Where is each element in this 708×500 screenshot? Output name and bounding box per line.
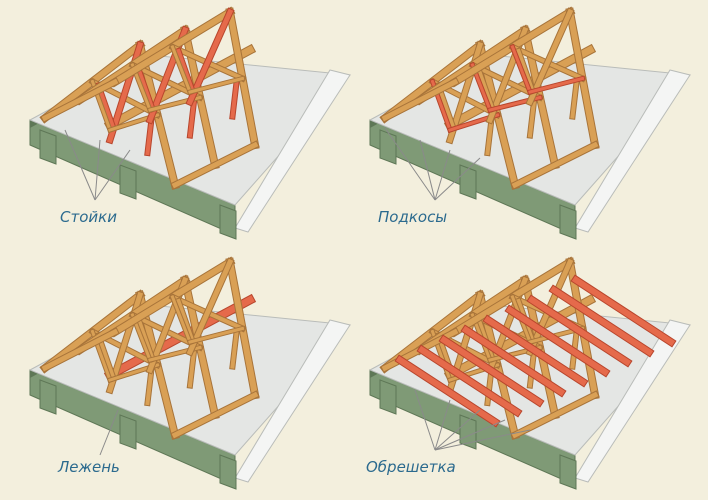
label-podkosy: Подкосы [378, 208, 448, 226]
panel-obreshetka [368, 256, 692, 490]
truss-0-post-right [145, 366, 154, 406]
leader-line-2 [434, 149, 451, 201]
truss-2-brace-left [170, 45, 192, 94]
truss-2-post-right [570, 80, 579, 119]
truss-1-post-left [135, 316, 156, 362]
label-stoiki: Стойки [60, 208, 117, 226]
truss-1-post-left [135, 66, 156, 112]
truss-2-brace-left [510, 45, 532, 94]
label-obreshetka: Обрешетка [366, 458, 456, 476]
panel-lezhen [28, 256, 352, 490]
right-wall [234, 69, 351, 233]
truss-2-post-right [230, 80, 239, 119]
wall-plate-front [511, 141, 599, 189]
leader-line-0 [99, 409, 119, 456]
truss-1-post-left [475, 66, 496, 112]
truss-1-post-right [187, 99, 197, 138]
batten-7 [549, 285, 654, 357]
panel-podkosy [368, 6, 692, 240]
right-wall [574, 319, 691, 483]
batten-8 [571, 275, 676, 347]
wall-pier-2 [219, 204, 237, 240]
wall-plate-back [381, 78, 459, 122]
truss-2-post-left [515, 48, 536, 94]
truss-0-post-right [145, 116, 154, 156]
wall-pier-1 [119, 414, 137, 450]
leader-line-2 [94, 149, 131, 201]
right-wall [574, 69, 691, 233]
batten-1 [417, 345, 522, 417]
batten-4 [483, 315, 588, 387]
truss-2-post-center [186, 258, 234, 356]
truss-2-post-left [175, 298, 196, 344]
batten-0 [395, 355, 500, 427]
truss-2-brace-left [170, 295, 192, 344]
leader-line-4 [434, 429, 531, 451]
batten-5 [505, 305, 610, 377]
wall-pier-1 [459, 164, 477, 200]
truss-0-post-right [485, 116, 494, 156]
truss-2-brace-right [188, 76, 245, 94]
leader-line-3 [434, 419, 506, 451]
leader-line-1 [94, 139, 101, 201]
wall-pier-0 [379, 379, 397, 415]
truss-2-post-right [230, 330, 239, 369]
truss-1-post-right [187, 349, 197, 388]
wall-plate-front [171, 391, 259, 439]
wall-pier-2 [219, 454, 237, 490]
truss-2-post-center [186, 8, 234, 106]
leader-line-0 [64, 129, 96, 201]
label-lezhen: Лежень [58, 458, 120, 476]
wall-plate-front [511, 391, 599, 439]
wall-plate-front [171, 141, 259, 189]
panel-stoiki [28, 6, 352, 240]
batten-3 [461, 325, 566, 397]
wall-plate-back [41, 328, 119, 372]
truss-2-brace-right [528, 76, 585, 94]
right-wall [234, 319, 351, 483]
truss-2-post-center [526, 8, 574, 106]
leader-line-1 [434, 399, 451, 451]
wall-pier-1 [119, 164, 137, 200]
wall-pier-0 [39, 379, 57, 415]
wall-pier-1 [459, 414, 477, 450]
leader-line-0 [414, 389, 436, 451]
wall-pier-0 [379, 129, 397, 165]
batten-6 [527, 295, 632, 367]
truss-2-brace-right [188, 326, 245, 344]
truss-1-post-right [527, 99, 537, 138]
leader-line-2 [434, 409, 481, 451]
leader-line-1 [419, 139, 436, 201]
wall-pier-2 [559, 204, 577, 240]
wall-pier-2 [559, 454, 577, 490]
batten-2 [439, 335, 544, 407]
leader-line-0 [384, 127, 436, 201]
leader-line-3 [434, 157, 481, 201]
wall-plate-back [41, 78, 119, 122]
wall-pier-0 [39, 129, 57, 165]
truss-2-post-left [175, 48, 196, 94]
